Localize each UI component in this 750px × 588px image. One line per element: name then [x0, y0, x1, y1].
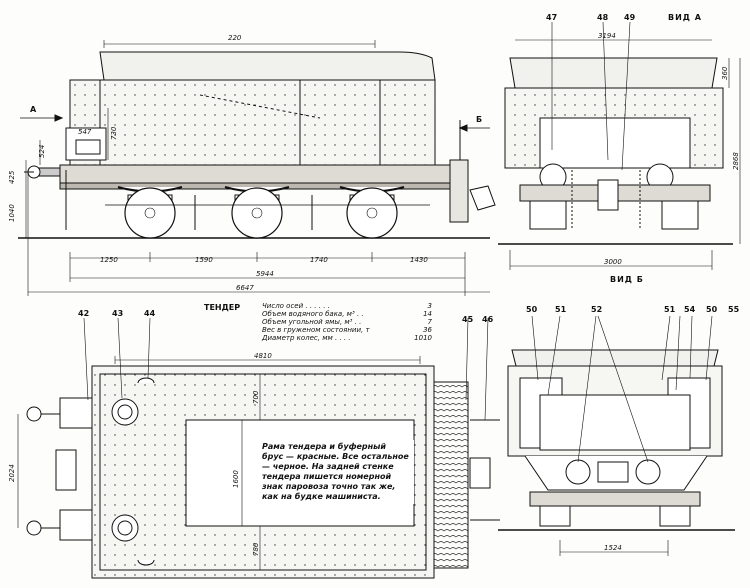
dim-1600: 1600: [232, 470, 240, 488]
dim-4810: 4810: [254, 352, 272, 360]
dim-425: 425: [8, 170, 16, 184]
marker-a: А: [30, 105, 37, 114]
dim-3194: 3194: [598, 32, 616, 40]
spec-label: Объем угольной ямы, м³ . .: [262, 318, 362, 326]
callout-44: 44: [144, 309, 156, 318]
callout-51-left: 51: [555, 305, 567, 314]
dim-547: 547: [78, 128, 92, 136]
dim-220: 220: [228, 34, 242, 42]
dim-1250: 1250: [100, 256, 118, 264]
view-a-label: ВИД А: [668, 13, 702, 22]
markers: А Б ВИД А ВИД Б: [30, 13, 702, 284]
dim-1040: 1040: [8, 204, 16, 222]
spec-value: 1010: [414, 334, 432, 342]
dimension-labels: 220 547 730 524 425 1040 1250 1590 1740 …: [8, 32, 740, 556]
callout-48: 48: [597, 13, 609, 22]
callout-50-left: 50: [526, 305, 538, 314]
spec-row: Диаметр колес, мм . . . . 1010: [262, 334, 432, 342]
dim-524: 524: [38, 145, 46, 158]
spec-label: Объем водяного бака, м³ . .: [262, 310, 364, 318]
callout-50-right: 50: [706, 305, 718, 314]
color-note: Рама тендера и буферный брус — красные. …: [258, 440, 414, 504]
view-b-label: ВИД Б: [610, 275, 644, 284]
dim-700: 700: [252, 390, 260, 404]
callout-47: 47: [546, 13, 557, 22]
callout-numbers: 42 43 44 45 46 47 48 49 50 51 52 51 54 5…: [78, 13, 740, 324]
callout-51-right: 51: [664, 305, 676, 314]
callout-52: 52: [591, 305, 602, 314]
callout-49: 49: [624, 13, 636, 22]
dim-1740: 1740: [310, 256, 328, 264]
spec-value: 14: [423, 310, 432, 318]
marker-b: Б: [476, 115, 482, 124]
dim-2024: 2024: [8, 464, 16, 482]
spec-table: ТЕНДЕР Число осей . . . . . . 3 Объем вод…: [204, 302, 432, 342]
spec-value: 3: [427, 302, 432, 310]
spec-label: Вес в груженом состоянии, т: [262, 326, 370, 334]
spec-value: 36: [423, 326, 432, 334]
side-elevation: [18, 40, 496, 296]
spec-title: ТЕНДЕР: [204, 303, 241, 312]
spec-label: Число осей . . . . . .: [262, 302, 330, 310]
dim-1590: 1590: [195, 256, 213, 264]
dim-5944: 5944: [256, 270, 274, 278]
dim-1430: 1430: [410, 256, 428, 264]
callout-46: 46: [482, 315, 494, 324]
spec-row: Число осей . . . . . . 3: [262, 302, 432, 310]
spec-row: Объем угольной ямы, м³ . . 7: [262, 318, 432, 326]
spec-row: Вес в груженом состоянии, т 36: [262, 326, 432, 334]
dim-780: 780: [252, 542, 260, 556]
plan-view: [17, 317, 500, 579]
spec-label: Диаметр колес, мм . . . .: [262, 334, 351, 342]
dim-1524: 1524: [604, 544, 622, 552]
dim-360: 360: [721, 66, 729, 80]
dim-3000: 3000: [604, 258, 622, 266]
callout-45: 45: [462, 315, 474, 324]
spec-row: Объем водяного бака, м³ . . 14: [262, 310, 432, 318]
spec-value: 7: [427, 318, 432, 326]
dim-2868: 2868: [732, 152, 740, 170]
callout-55: 55: [728, 305, 740, 314]
callout-43: 43: [112, 309, 123, 318]
callout-54: 54: [684, 305, 696, 314]
callout-42: 42: [78, 309, 89, 318]
front-view-a: [498, 21, 741, 270]
rear-view-b: [498, 315, 735, 556]
dim-730: 730: [110, 126, 118, 140]
dim-6647: 6647: [236, 284, 254, 292]
